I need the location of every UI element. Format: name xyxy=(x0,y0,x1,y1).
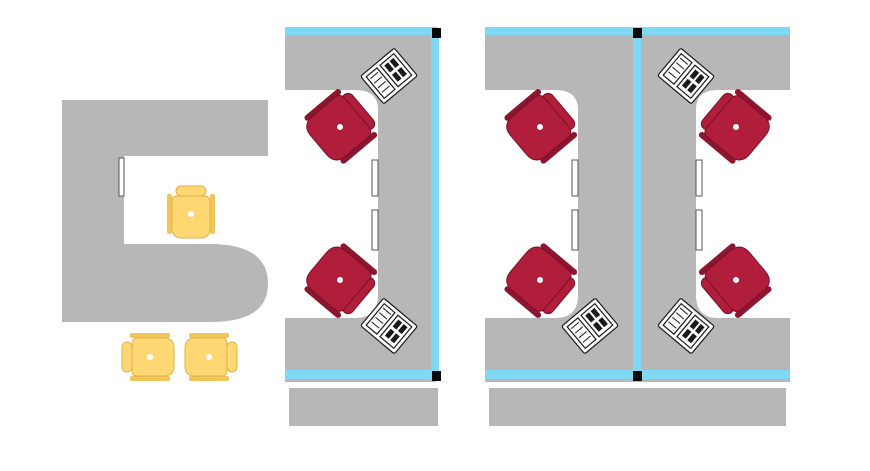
drawer-icon xyxy=(571,209,579,251)
reception-desk xyxy=(62,100,268,322)
drawer-icon xyxy=(118,157,125,197)
partition-top xyxy=(285,27,438,35)
drawer-icon xyxy=(695,209,703,251)
partition-center xyxy=(633,30,641,380)
office-chair-icon xyxy=(298,83,384,170)
partition-bottom xyxy=(285,370,438,379)
office-chair-icon xyxy=(498,83,584,170)
guest-chair xyxy=(166,185,216,239)
partition-post xyxy=(633,371,642,381)
drawer-icon xyxy=(571,159,579,197)
office-chair-icon xyxy=(498,237,584,324)
workstation-cluster-middle xyxy=(285,27,441,426)
storage-cabinet xyxy=(289,388,438,426)
office-chair-icon xyxy=(692,237,778,324)
drawer-icon xyxy=(371,159,379,197)
guest-chair xyxy=(184,332,238,382)
partition-right xyxy=(431,30,439,380)
office-chair-icon xyxy=(298,237,384,324)
partition-post xyxy=(432,28,441,38)
office-chair-icon xyxy=(692,83,778,170)
workstation-cluster-right xyxy=(485,27,790,426)
drawer-icon xyxy=(695,159,703,197)
partition-post xyxy=(633,28,642,38)
drawer-icon xyxy=(371,209,379,251)
storage-cabinet xyxy=(489,388,786,426)
guest-chair xyxy=(121,332,175,382)
partition-post xyxy=(432,371,441,381)
